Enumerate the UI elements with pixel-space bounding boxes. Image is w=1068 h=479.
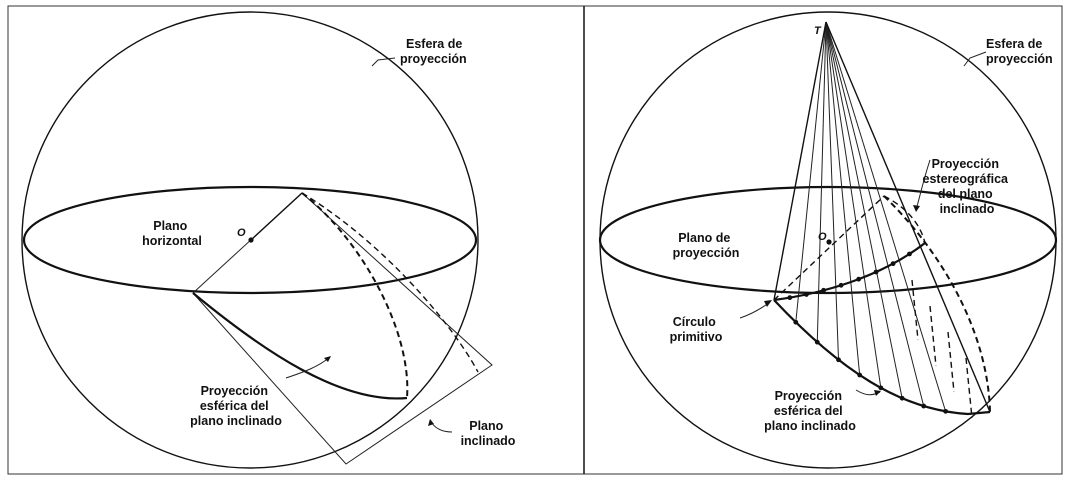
projection-ray bbox=[825, 21, 840, 360]
left-horizontal-plane bbox=[22, 185, 478, 295]
left-sphere-label: Esfera de proyección bbox=[400, 37, 467, 66]
projection-ray bbox=[825, 21, 903, 399]
right-primitive-circle-label: Círculo primitivo bbox=[670, 315, 723, 344]
right-radius-dashed bbox=[773, 195, 885, 301]
left-leaders bbox=[285, 57, 453, 433]
left-center-label: O bbox=[237, 227, 246, 239]
projection-ray bbox=[825, 21, 882, 388]
hidden-ray bbox=[911, 279, 919, 341]
right-stereographic-label: Proyección estereográfica del plano incl… bbox=[923, 157, 1012, 216]
left-sphere bbox=[21, 11, 479, 469]
right-spherical-projection-label: Proyección esférica del plano inclinado bbox=[764, 389, 856, 433]
projection-ray bbox=[795, 21, 827, 323]
figure-frame bbox=[7, 5, 1063, 475]
left-radius bbox=[250, 192, 303, 241]
right-center-dot bbox=[826, 239, 832, 245]
left-spherical-projection-curve bbox=[192, 292, 408, 400]
right-pole-label: T bbox=[814, 25, 822, 37]
left-panel: Esfera de proyección Plano horizontal O … bbox=[21, 11, 516, 469]
right-projection-rays bbox=[787, 21, 973, 419]
left-inclined-plane-label: Plano inclinado bbox=[461, 419, 516, 448]
right-cone-edge-left bbox=[773, 21, 827, 301]
right-spherical-projection-hidden bbox=[883, 195, 991, 413]
left-inclined-plane-hidden-edge bbox=[301, 192, 479, 373]
right-leaders bbox=[739, 51, 987, 396]
left-spherical-projection-hidden bbox=[301, 192, 409, 399]
right-projection-plane bbox=[598, 185, 1058, 295]
right-sphere-label: Esfera de proyección bbox=[986, 37, 1053, 66]
projection-ray bbox=[816, 21, 827, 343]
left-inclined-plane-edges bbox=[192, 192, 493, 465]
projection-ray bbox=[825, 21, 925, 407]
right-cone-edge-right bbox=[825, 21, 991, 413]
right-center-label: O bbox=[818, 231, 827, 243]
left-center-dot bbox=[248, 237, 254, 243]
left-plane-label: Plano horizontal bbox=[142, 219, 202, 248]
right-projection-plane-label: Plano de proyección bbox=[673, 231, 740, 260]
projection-ray bbox=[825, 21, 947, 412]
projection-ray bbox=[825, 21, 861, 376]
left-spherical-projection-label: Proyección esférica del plano inclinado bbox=[190, 384, 282, 428]
right-spherical-projection-curve bbox=[773, 299, 991, 416]
right-panel: T Esfera de proyección Proyección estere… bbox=[598, 11, 1058, 469]
hidden-ray bbox=[965, 357, 973, 419]
right-stereographic-hidden bbox=[883, 195, 926, 244]
right-stereographic-curve bbox=[773, 242, 926, 302]
hidden-ray bbox=[947, 331, 955, 393]
hidden-ray bbox=[929, 305, 937, 367]
